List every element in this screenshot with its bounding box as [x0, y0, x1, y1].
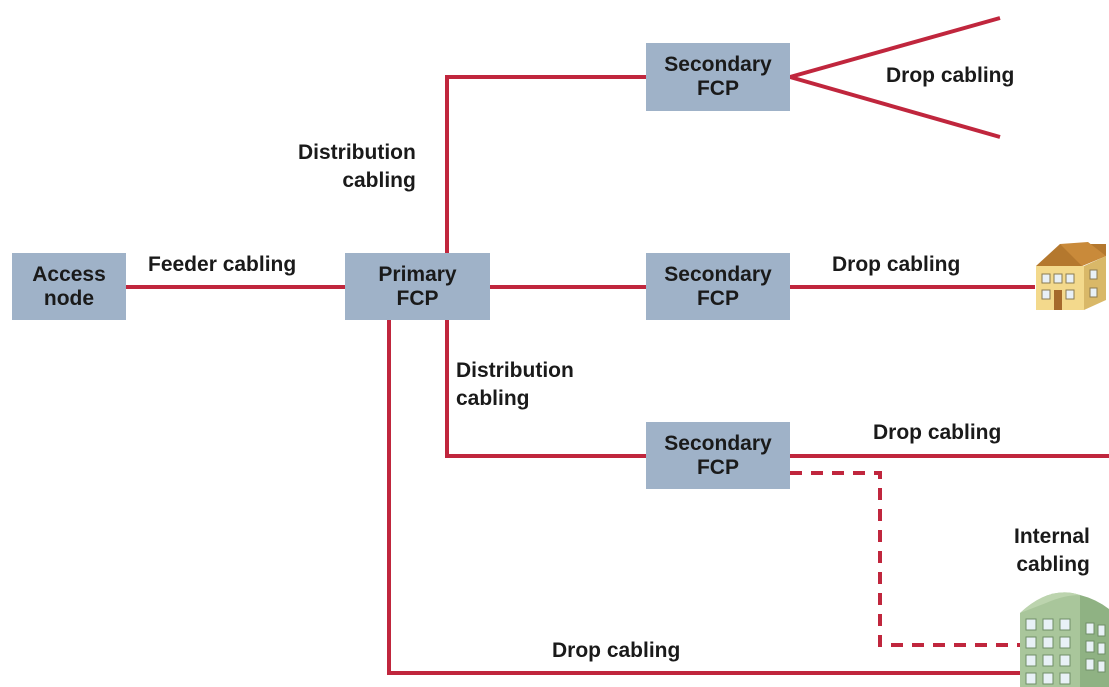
secondary-fcp-low-box: Secondary FCP [646, 422, 790, 489]
office-building-icon [1020, 592, 1109, 687]
drop-cable-top-upper-line [789, 16, 1001, 79]
drop-cable-top-lower-line [789, 75, 1001, 139]
distribution-cable-lower-line [445, 320, 646, 458]
primary-fcp-label-line2: FCP [396, 286, 439, 310]
access-node-box: Access node [12, 253, 126, 320]
access-node-label-line2: node [43, 286, 95, 310]
secondary-fcp-mid-label-line1: Secondary [664, 262, 772, 286]
distribution-lower-line1: Distribution [456, 359, 574, 382]
drop-cabling-top-label: Drop cabling [886, 64, 1015, 87]
distribution-cable-upper-line [445, 75, 646, 253]
secondary-fcp-mid-label-line2: FCP [696, 286, 739, 310]
secondary-fcp-top-box: Secondary FCP [646, 43, 790, 111]
distribution-upper-line1: Distribution [298, 141, 416, 164]
distribution-cabling-upper-label: Distribution cabling [298, 139, 416, 195]
feeder-cabling-label: Feeder cabling [148, 253, 297, 276]
distribution-cabling-lower-label: Distribution cabling [456, 357, 574, 413]
drop-cabling-low-label: Drop cabling [873, 421, 1002, 444]
drop-cabling-bottom-label: Drop cabling [552, 639, 681, 662]
secondary-fcp-top-label-line2: FCP [696, 77, 739, 100]
secondary-fcp-mid-box: Secondary FCP [646, 253, 790, 320]
primary-fcp-box: Primary FCP [345, 253, 490, 320]
house-icon [1036, 242, 1106, 310]
drop-cabling-mid-label: Drop cabling [832, 253, 961, 276]
internal-cable-dashed-line [790, 471, 1022, 647]
internal-line2: cabling [1016, 553, 1090, 576]
drop-cable-bottom-line [387, 320, 1022, 675]
secondary-fcp-low-label-line1: Secondary [664, 431, 772, 455]
primary-fcp-label-line1: Primary [378, 262, 457, 286]
distribution-lower-line2: cabling [456, 387, 530, 410]
access-node-label-line1: Access [32, 262, 106, 286]
secondary-fcp-top-label-line1: Secondary [664, 53, 772, 76]
secondary-fcp-low-label-line2: FCP [696, 455, 739, 479]
internal-line1: Internal [1014, 525, 1090, 548]
internal-cabling-label: Internal cabling [1014, 523, 1090, 579]
distribution-upper-line2: cabling [342, 169, 416, 192]
